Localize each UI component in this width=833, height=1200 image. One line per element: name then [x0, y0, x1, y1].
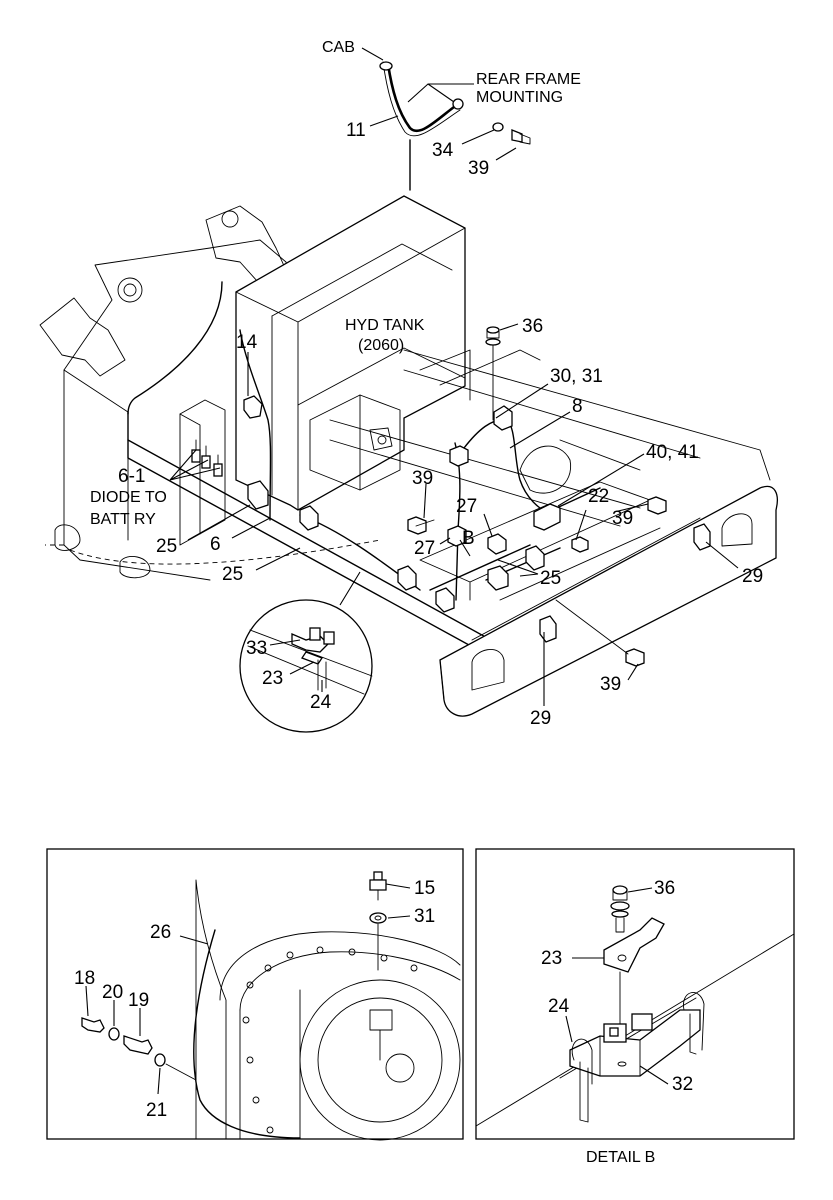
bolts [407, 326, 667, 667]
label-part-34: 34 [432, 140, 454, 161]
label-detail-b-ref: B [462, 528, 475, 549]
label-cab: CAB [322, 39, 355, 56]
label-part-39b: 39 [412, 468, 433, 489]
label-part-25a: 25 [156, 536, 177, 557]
label-diode-to: DIODE TO [90, 489, 167, 506]
label-rear-frame: REAR FRAME [476, 71, 581, 88]
label-part-40-41: 40, 41 [646, 442, 699, 463]
label-part-19: 19 [128, 990, 149, 1011]
label-part-23a: 23 [262, 668, 283, 689]
label-part-25c: 25 [540, 568, 561, 589]
label-part-29a: 29 [742, 566, 763, 587]
label-part-25b: 25 [222, 564, 243, 585]
label-mounting: MOUNTING [476, 89, 563, 106]
label-part-32: 32 [672, 1074, 693, 1095]
label-part-27b: 27 [414, 538, 435, 559]
label-part-36a: 36 [522, 316, 543, 337]
label-part-6-1: 6-1 [118, 466, 145, 487]
label-part-8: 8 [572, 396, 583, 417]
cab-cable [379, 61, 531, 191]
label-part-14: 14 [236, 332, 258, 353]
transmission-detail: 15 31 26 18 20 19 21 [46, 848, 464, 1141]
label-batt-ry: BATT RY [90, 511, 156, 528]
label-part-31: 31 [414, 906, 435, 927]
hyd-tank [235, 195, 466, 511]
label-part-29b: 29 [530, 708, 551, 729]
label-part-18: 18 [74, 968, 95, 989]
label-part-39a: 39 [468, 158, 489, 179]
label-part-15: 15 [414, 878, 435, 899]
label-part-24b: 24 [548, 996, 570, 1017]
housing-bolts [242, 946, 418, 1134]
label-detail-b: DETAIL B [586, 1149, 655, 1166]
wire-harness [127, 281, 601, 601]
label-part-39d: 39 [600, 674, 621, 695]
label-part-36b: 36 [654, 878, 675, 899]
label-part-24a: 24 [310, 692, 332, 713]
label-part-23b: 23 [541, 948, 562, 969]
main-assembly: CAB REAR FRAME MOUNTING 11 34 39 HYD TAN… [39, 39, 778, 733]
label-part-22: 22 [588, 486, 609, 507]
label-part-27a: 27 [456, 496, 477, 517]
label-part-20: 20 [102, 982, 123, 1003]
label-hyd-tank-no: (2060) [358, 337, 404, 354]
label-part-6: 6 [210, 534, 221, 555]
detail-b: 36 23 24 32 [475, 848, 795, 1140]
label-part-30-31: 30, 31 [550, 366, 603, 387]
label-part-26: 26 [150, 922, 171, 943]
label-part-11: 11 [346, 120, 366, 141]
label-part-21: 21 [146, 1100, 167, 1121]
label-part-33: 33 [246, 638, 267, 659]
label-hyd-tank: HYD TANK [345, 317, 425, 334]
label-part-39c: 39 [612, 508, 633, 529]
main-leaders [169, 47, 739, 706]
